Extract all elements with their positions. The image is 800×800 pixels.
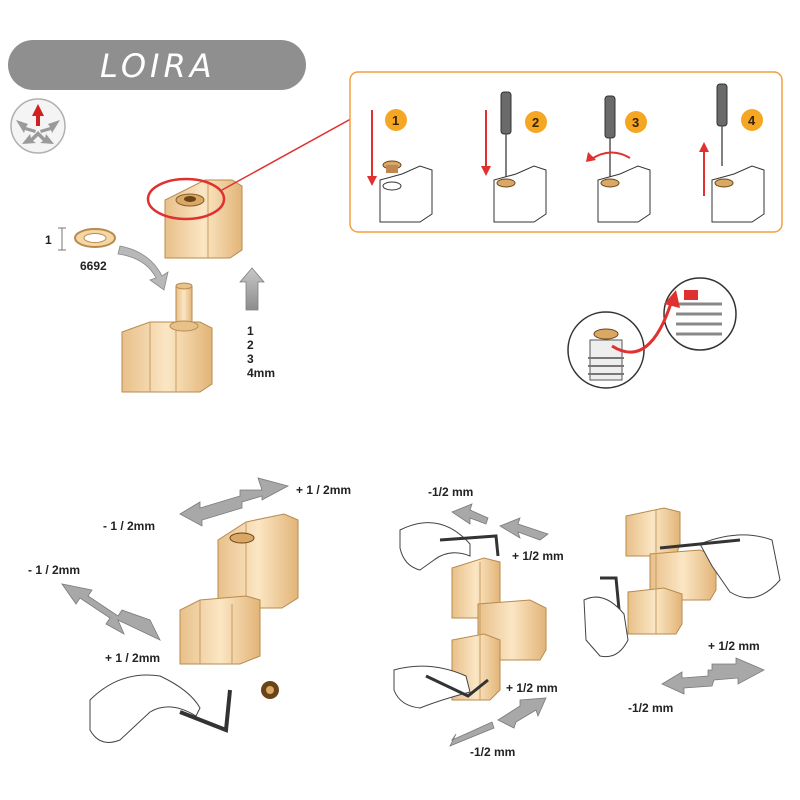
adjust-middle-hand-top — [399, 522, 471, 571]
washer-count-label: 1 — [45, 233, 52, 247]
adjust-left-lower-leaf — [179, 595, 261, 665]
exploded-hinge-assembly: 1 6692 1 2 3 4mm — [45, 114, 359, 393]
adjust-middle-hand-bottom — [393, 665, 471, 709]
adjust-right-hand-right — [699, 534, 781, 599]
height-value-4mm: 4mm — [247, 366, 275, 380]
adjust-left-side-plus: + 1 / 2mm — [105, 651, 160, 665]
step-3: 3 — [586, 95, 651, 223]
adjust-left-allen-key — [179, 689, 232, 733]
adjust-right-lower-leaf — [627, 587, 683, 635]
adjust-right-minus: -1/2 mm — [628, 701, 673, 715]
brand-header: LOIRA — [8, 40, 306, 90]
adjust-left-side-minus: - 1 / 2mm — [28, 563, 80, 577]
detail-zoom — [567, 277, 737, 389]
step-4-number: 4 — [748, 113, 756, 128]
highlight-circle — [146, 177, 226, 221]
adjust-middle-top-minus: -1/2 mm — [428, 485, 473, 499]
adjust-right-allen-key — [600, 576, 622, 621]
adjust-middle-bottom-plus: + 1/2 mm — [506, 681, 558, 695]
adjust-middle-bottom-minus: -1/2 mm — [470, 745, 515, 759]
adjust-middle-top-plus: + 1/2 mm — [512, 549, 564, 563]
washer-code-label: 6692 — [80, 259, 107, 273]
adjust-left-top-plus: + 1 / 2mm — [296, 483, 351, 497]
adjust-middle-bottom-arrow — [449, 697, 547, 747]
brand-logo-text: LOIRA — [100, 47, 216, 85]
adjust-left-upper-leaf — [217, 513, 299, 609]
adjust-middle-key-bottom — [425, 674, 489, 698]
adjust-right-group: + 1/2 mm -1/2 mm — [583, 507, 781, 715]
move-directions-icon — [10, 98, 66, 154]
height-value-2: 2 — [247, 338, 254, 352]
adjust-right-hand-left — [583, 596, 629, 658]
steps-panel: 1 2 3 — [349, 71, 783, 233]
adjust-left-top-minus: - 1 / 2mm — [103, 519, 155, 533]
adjust-left-hand — [89, 674, 201, 743]
adjust-left-side-arrow — [61, 583, 161, 641]
adjust-left-top-arrow — [179, 477, 290, 527]
step-3-number: 3 — [632, 115, 639, 130]
adjust-right-upper-leaf — [625, 507, 681, 557]
step-1: 1 — [367, 109, 433, 223]
step-1-number: 1 — [392, 113, 399, 128]
step-4: 4 — [699, 83, 765, 223]
adjust-middle-key-top — [439, 534, 500, 557]
lower-hinge-leaf — [121, 321, 213, 393]
adjust-left-group: + 1 / 2mm - 1 / 2mm - 1 / 2mm + 1 / 2mm — [28, 477, 351, 743]
height-value-1: 1 — [247, 324, 254, 338]
adjust-middle-group: -1/2 mm + 1/2 mm + 1/2 mm -1/2 mm — [393, 485, 564, 759]
adjust-right-arrow — [661, 657, 765, 695]
adjust-right-plus: + 1/2 mm — [708, 639, 760, 653]
height-up-arrow — [239, 267, 265, 311]
height-value-3: 3 — [247, 352, 254, 366]
insert-washer-arrow — [117, 245, 169, 291]
step-2-number: 2 — [532, 115, 539, 130]
step-2: 2 — [481, 91, 547, 223]
zoom-red-arrow — [611, 299, 674, 354]
adjust-middle-top-arrow — [451, 503, 549, 541]
